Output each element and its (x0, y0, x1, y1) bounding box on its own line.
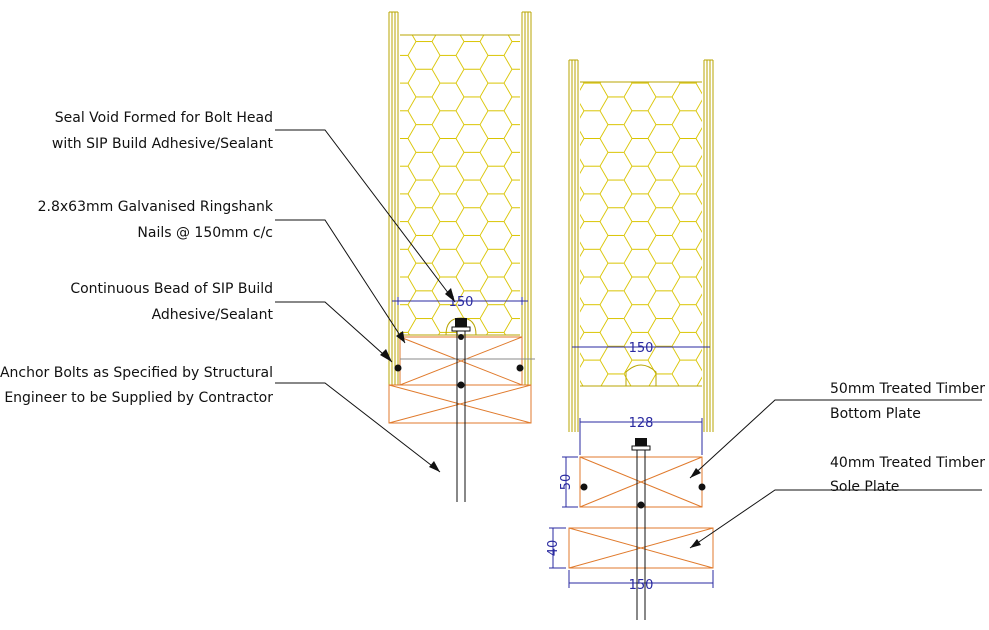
seal-void-leader (275, 129, 456, 303)
right-wall-assembly: 150 128 50 (546, 59, 714, 620)
left-outer-skin (388, 11, 399, 385)
right-panel-width-label: 150 (629, 341, 654, 356)
seal-void-callout-line2: with SIP Build Adhesive/Sealant (52, 136, 274, 152)
bottom-plate-callout-line1: 50mm Treated Timber (830, 381, 985, 397)
bead-callout-line2: Adhesive/Sealant (152, 307, 274, 323)
sole-plate-callout-line1: 40mm Treated Timber (830, 455, 985, 471)
nails-callout-line2: Nails @ 150mm c/c (137, 225, 273, 241)
sole-plate-leader (689, 489, 982, 549)
left-panel-width-label: 150 (449, 295, 474, 310)
anchor-leader (275, 382, 441, 473)
right-outer-skin (568, 59, 579, 432)
callout-labels: Seal Void Formed for Bolt Head with SIP … (0, 110, 985, 495)
bottom-plate-height-label: 50 (559, 474, 574, 491)
sole-plate-width-dimension: 150 (568, 570, 714, 593)
sole-plate-width-label: 150 (629, 578, 654, 593)
right-anchor-bolt (631, 438, 651, 620)
seal-void-callout-line1: Seal Void Formed for Bolt Head (55, 110, 273, 126)
sole-plate-height-dimension: 40 (546, 527, 566, 569)
left-wall-assembly: 150 (388, 11, 535, 502)
sole-plate-callout-line2: Sole Plate (830, 479, 899, 495)
right-panel-width-dimension: 150 (572, 341, 710, 356)
bottom-plate-height-dimension: 50 (559, 456, 578, 508)
nails-leader (275, 219, 406, 344)
sole-plate-height-label: 40 (546, 540, 561, 557)
anchor-callout-line1: Anchor Bolts as Specified by Structural (0, 365, 273, 381)
bottom-plate-width-label: 128 (629, 416, 654, 431)
right-bolt-head-void (625, 364, 657, 386)
left-anchor-bolt (451, 318, 471, 502)
right-inner-skin (703, 59, 714, 432)
right-sole-plate (568, 527, 714, 569)
nails-callout-line1: 2.8x63mm Galvanised Ringshank (38, 199, 274, 215)
bottom-plate-callout-line2: Bottom Plate (830, 406, 921, 422)
bead-callout-line1: Continuous Bead of SIP Build (70, 281, 273, 297)
leader-lines (275, 129, 982, 549)
left-bottom-plate (399, 336, 523, 386)
left-sole-plate (388, 384, 532, 424)
right-bottom-plate (579, 456, 703, 508)
bottom-plate-leader (689, 399, 982, 479)
right-insulation-core (580, 82, 702, 386)
left-inner-skin (521, 11, 532, 385)
left-insulation-core (400, 35, 520, 335)
bottom-plate-width-dimension: 128 (579, 416, 703, 455)
bead-leader (275, 301, 393, 363)
anchor-callout-line2: Engineer to be Supplied by Contractor (4, 390, 273, 406)
left-panel-width-dimension: 150 (392, 295, 528, 310)
